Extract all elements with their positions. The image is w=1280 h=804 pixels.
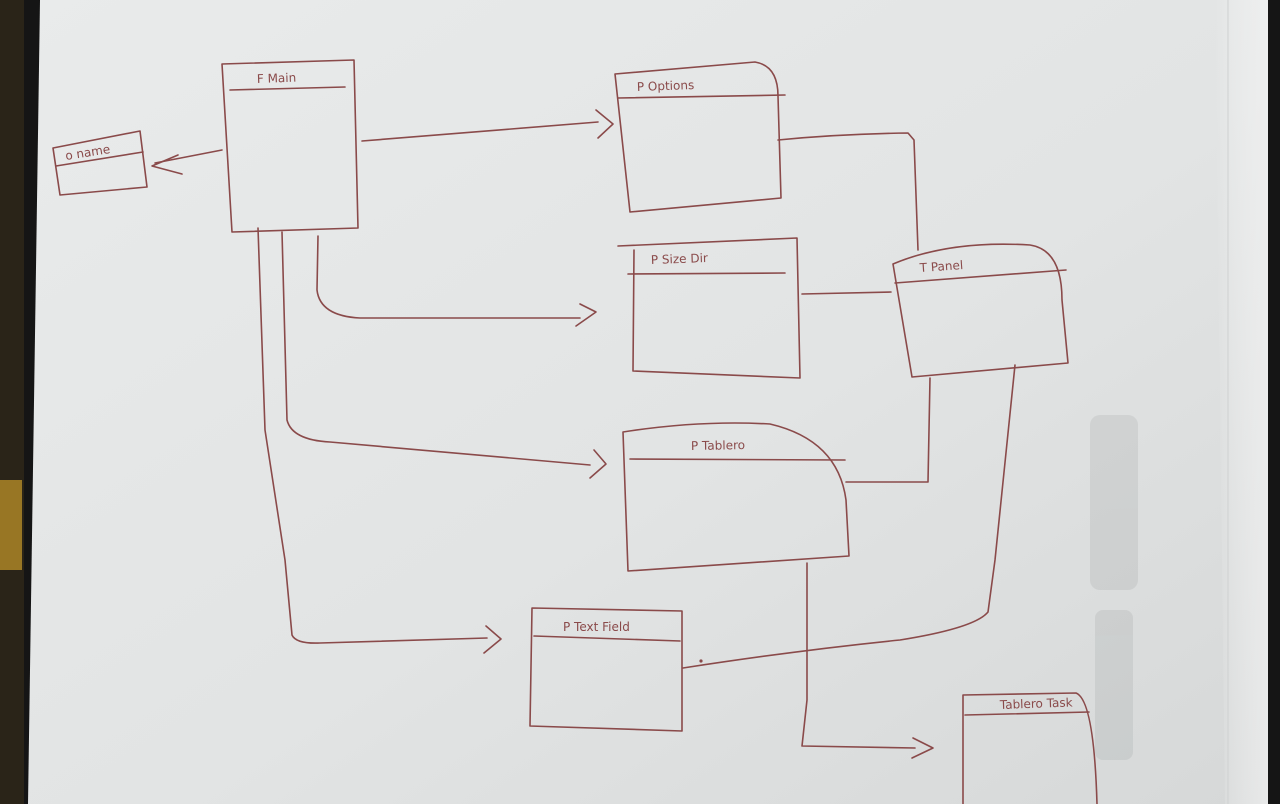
connector-poptions-tpanel bbox=[777, 132, 919, 251]
box-oname bbox=[52, 130, 148, 196]
pen-dot bbox=[699, 659, 703, 663]
connector-ptextfield-tpanel bbox=[682, 364, 1016, 669]
arrow-fmain-ptablero bbox=[281, 231, 607, 479]
box-poptions bbox=[614, 61, 786, 213]
label-oname: o name bbox=[64, 142, 111, 163]
box-psizedir bbox=[617, 237, 801, 379]
arrow-fmain-ptextfield bbox=[257, 227, 502, 654]
label-tablerotask: Tablero Task bbox=[999, 695, 1073, 712]
label-ptextfield: P Text Field bbox=[563, 620, 630, 634]
label-ptablero: P Tablero bbox=[691, 438, 745, 453]
arrow-fmain-oname bbox=[151, 149, 223, 175]
label-fmain: F Main bbox=[257, 71, 297, 86]
arrow-fmain-poptions bbox=[361, 109, 614, 142]
connector-ptablero-tpanel bbox=[845, 377, 931, 483]
box-ptablero bbox=[622, 422, 850, 572]
label-poptions: P Options bbox=[637, 78, 695, 94]
box-tablerotask bbox=[962, 692, 1098, 804]
arrow-ptablero-tablerotask bbox=[801, 562, 934, 759]
label-tpanel: T Panel bbox=[918, 258, 963, 275]
box-tpanel bbox=[892, 243, 1069, 378]
label-psizedir: P Size Dir bbox=[651, 251, 709, 267]
box-ptextfield bbox=[529, 607, 683, 732]
arrow-fmain-psizedir bbox=[316, 235, 597, 327]
connector-psizedir-tpanel bbox=[801, 291, 892, 295]
show-through-print bbox=[1090, 415, 1138, 760]
box-fmain bbox=[221, 59, 359, 233]
